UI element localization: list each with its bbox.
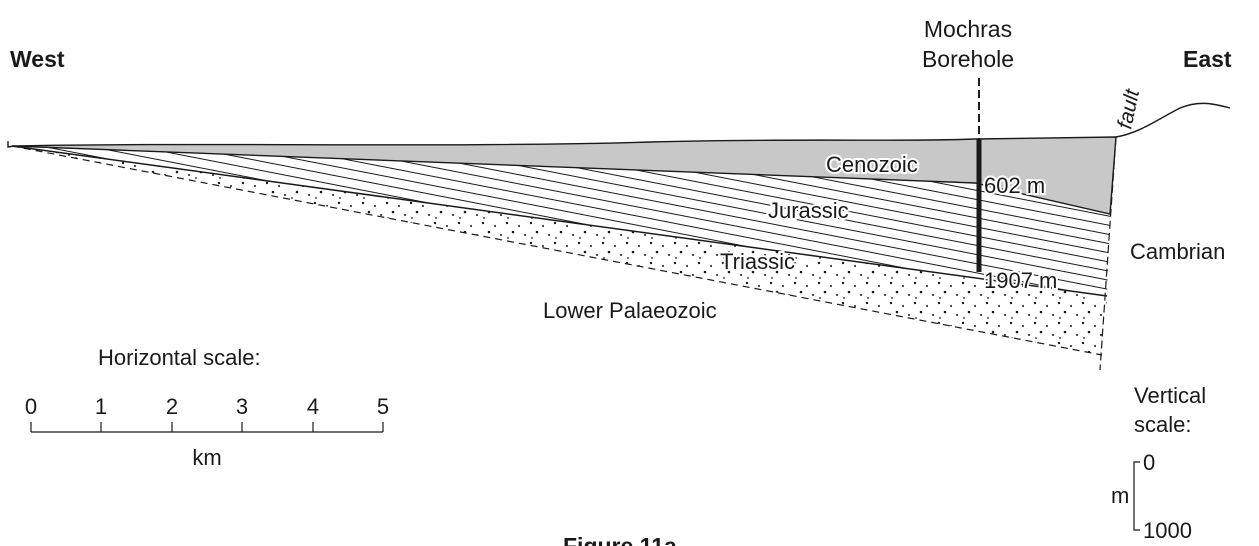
depth-602-label: 602 m bbox=[984, 173, 1045, 198]
h-scale-tick-5: 5 bbox=[377, 394, 389, 419]
west-label: West bbox=[10, 46, 65, 72]
surface-left-tick bbox=[8, 141, 14, 147]
lower-palaeozoic-label: Lower Palaeozoic bbox=[543, 298, 717, 323]
triassic-label: Triassic bbox=[720, 249, 795, 274]
vertical-scale-title-line1: Vertical bbox=[1134, 383, 1206, 408]
horizontal-scale-title: Horizontal scale: bbox=[98, 345, 261, 370]
depth-1907-label: 1907 m bbox=[984, 268, 1057, 293]
h-scale-tick-2: 2 bbox=[166, 394, 178, 419]
vertical-scale-bar bbox=[1134, 462, 1140, 530]
borehole-name-line1: Mochras bbox=[924, 16, 1012, 42]
cambrian-label: Cambrian bbox=[1130, 239, 1225, 264]
borehole-name-line2: Borehole bbox=[922, 46, 1014, 72]
jurassic-label: Jurassic bbox=[768, 198, 849, 223]
h-scale-tick-1: 1 bbox=[95, 394, 107, 419]
v-scale-bottom: 1000 bbox=[1143, 518, 1192, 543]
figure-caption: Figure 11a bbox=[563, 533, 677, 546]
v-scale-unit: m bbox=[1111, 483, 1129, 508]
h-scale-unit: km bbox=[192, 445, 221, 470]
cenozoic-label: Cenozoic bbox=[826, 152, 918, 177]
h-scale-tick-4: 4 bbox=[307, 394, 319, 419]
h-scale-tick-3: 3 bbox=[236, 394, 248, 419]
v-scale-top: 0 bbox=[1143, 450, 1155, 475]
horizontal-scale-bar bbox=[31, 422, 383, 432]
fault-label: fault bbox=[1113, 86, 1144, 131]
h-scale-tick-0: 0 bbox=[25, 394, 37, 419]
vertical-scale-title-line2: scale: bbox=[1134, 412, 1191, 437]
east-label: East bbox=[1183, 46, 1232, 72]
